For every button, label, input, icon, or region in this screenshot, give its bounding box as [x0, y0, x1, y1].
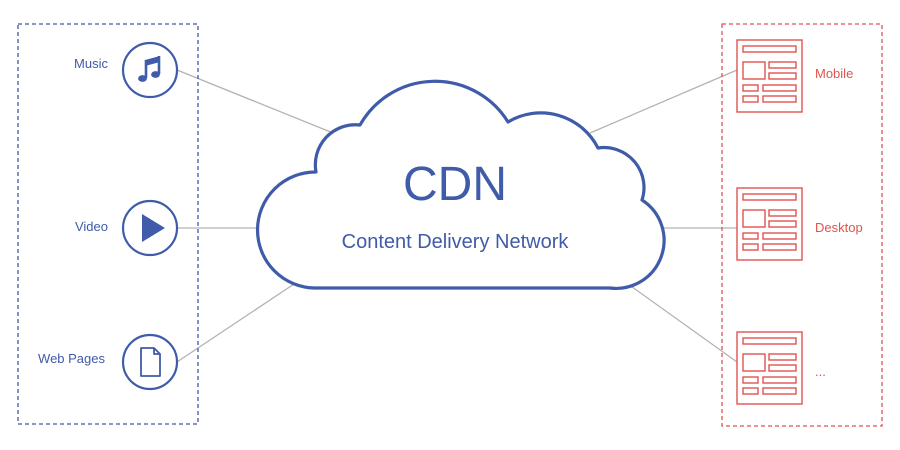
- source-music-label: Music: [74, 56, 108, 71]
- clients-group-box: [721, 23, 883, 427]
- connector-music: [176, 69, 339, 136]
- source-video-label: Video: [75, 219, 108, 234]
- client-desktop[interactable]: Desktop: [736, 187, 863, 261]
- client-other-label: ...: [815, 364, 826, 379]
- play-icon: [142, 214, 165, 242]
- source-web-pages-label: Web Pages: [38, 351, 105, 366]
- cloud-title: CDN: [403, 158, 507, 211]
- client-mobile-label: Mobile: [815, 66, 853, 81]
- connector-other: [627, 283, 738, 363]
- connector-web-pages: [176, 279, 301, 363]
- client-desktop-label: Desktop: [815, 220, 863, 235]
- client-other[interactable]: ...: [736, 331, 826, 405]
- connector-mobile: [589, 69, 738, 134]
- client-mobile[interactable]: Mobile: [736, 39, 853, 113]
- music-note-icon: [138, 56, 161, 82]
- cloud-subtitle: Content Delivery Network: [342, 231, 570, 253]
- webpage-layout-icon: [736, 331, 803, 405]
- webpage-layout-icon: [736, 187, 803, 261]
- source-web-pages[interactable]: Web Pages: [38, 333, 179, 391]
- source-video[interactable]: Video: [75, 199, 179, 257]
- sources-group-box: [17, 23, 199, 425]
- document-icon: [140, 347, 161, 377]
- cdn-cloud[interactable]: CDN Content Delivery Network: [255, 79, 666, 290]
- cloud-shape: [255, 79, 666, 290]
- webpage-layout-icon: [736, 39, 803, 113]
- source-music[interactable]: Music: [74, 41, 179, 99]
